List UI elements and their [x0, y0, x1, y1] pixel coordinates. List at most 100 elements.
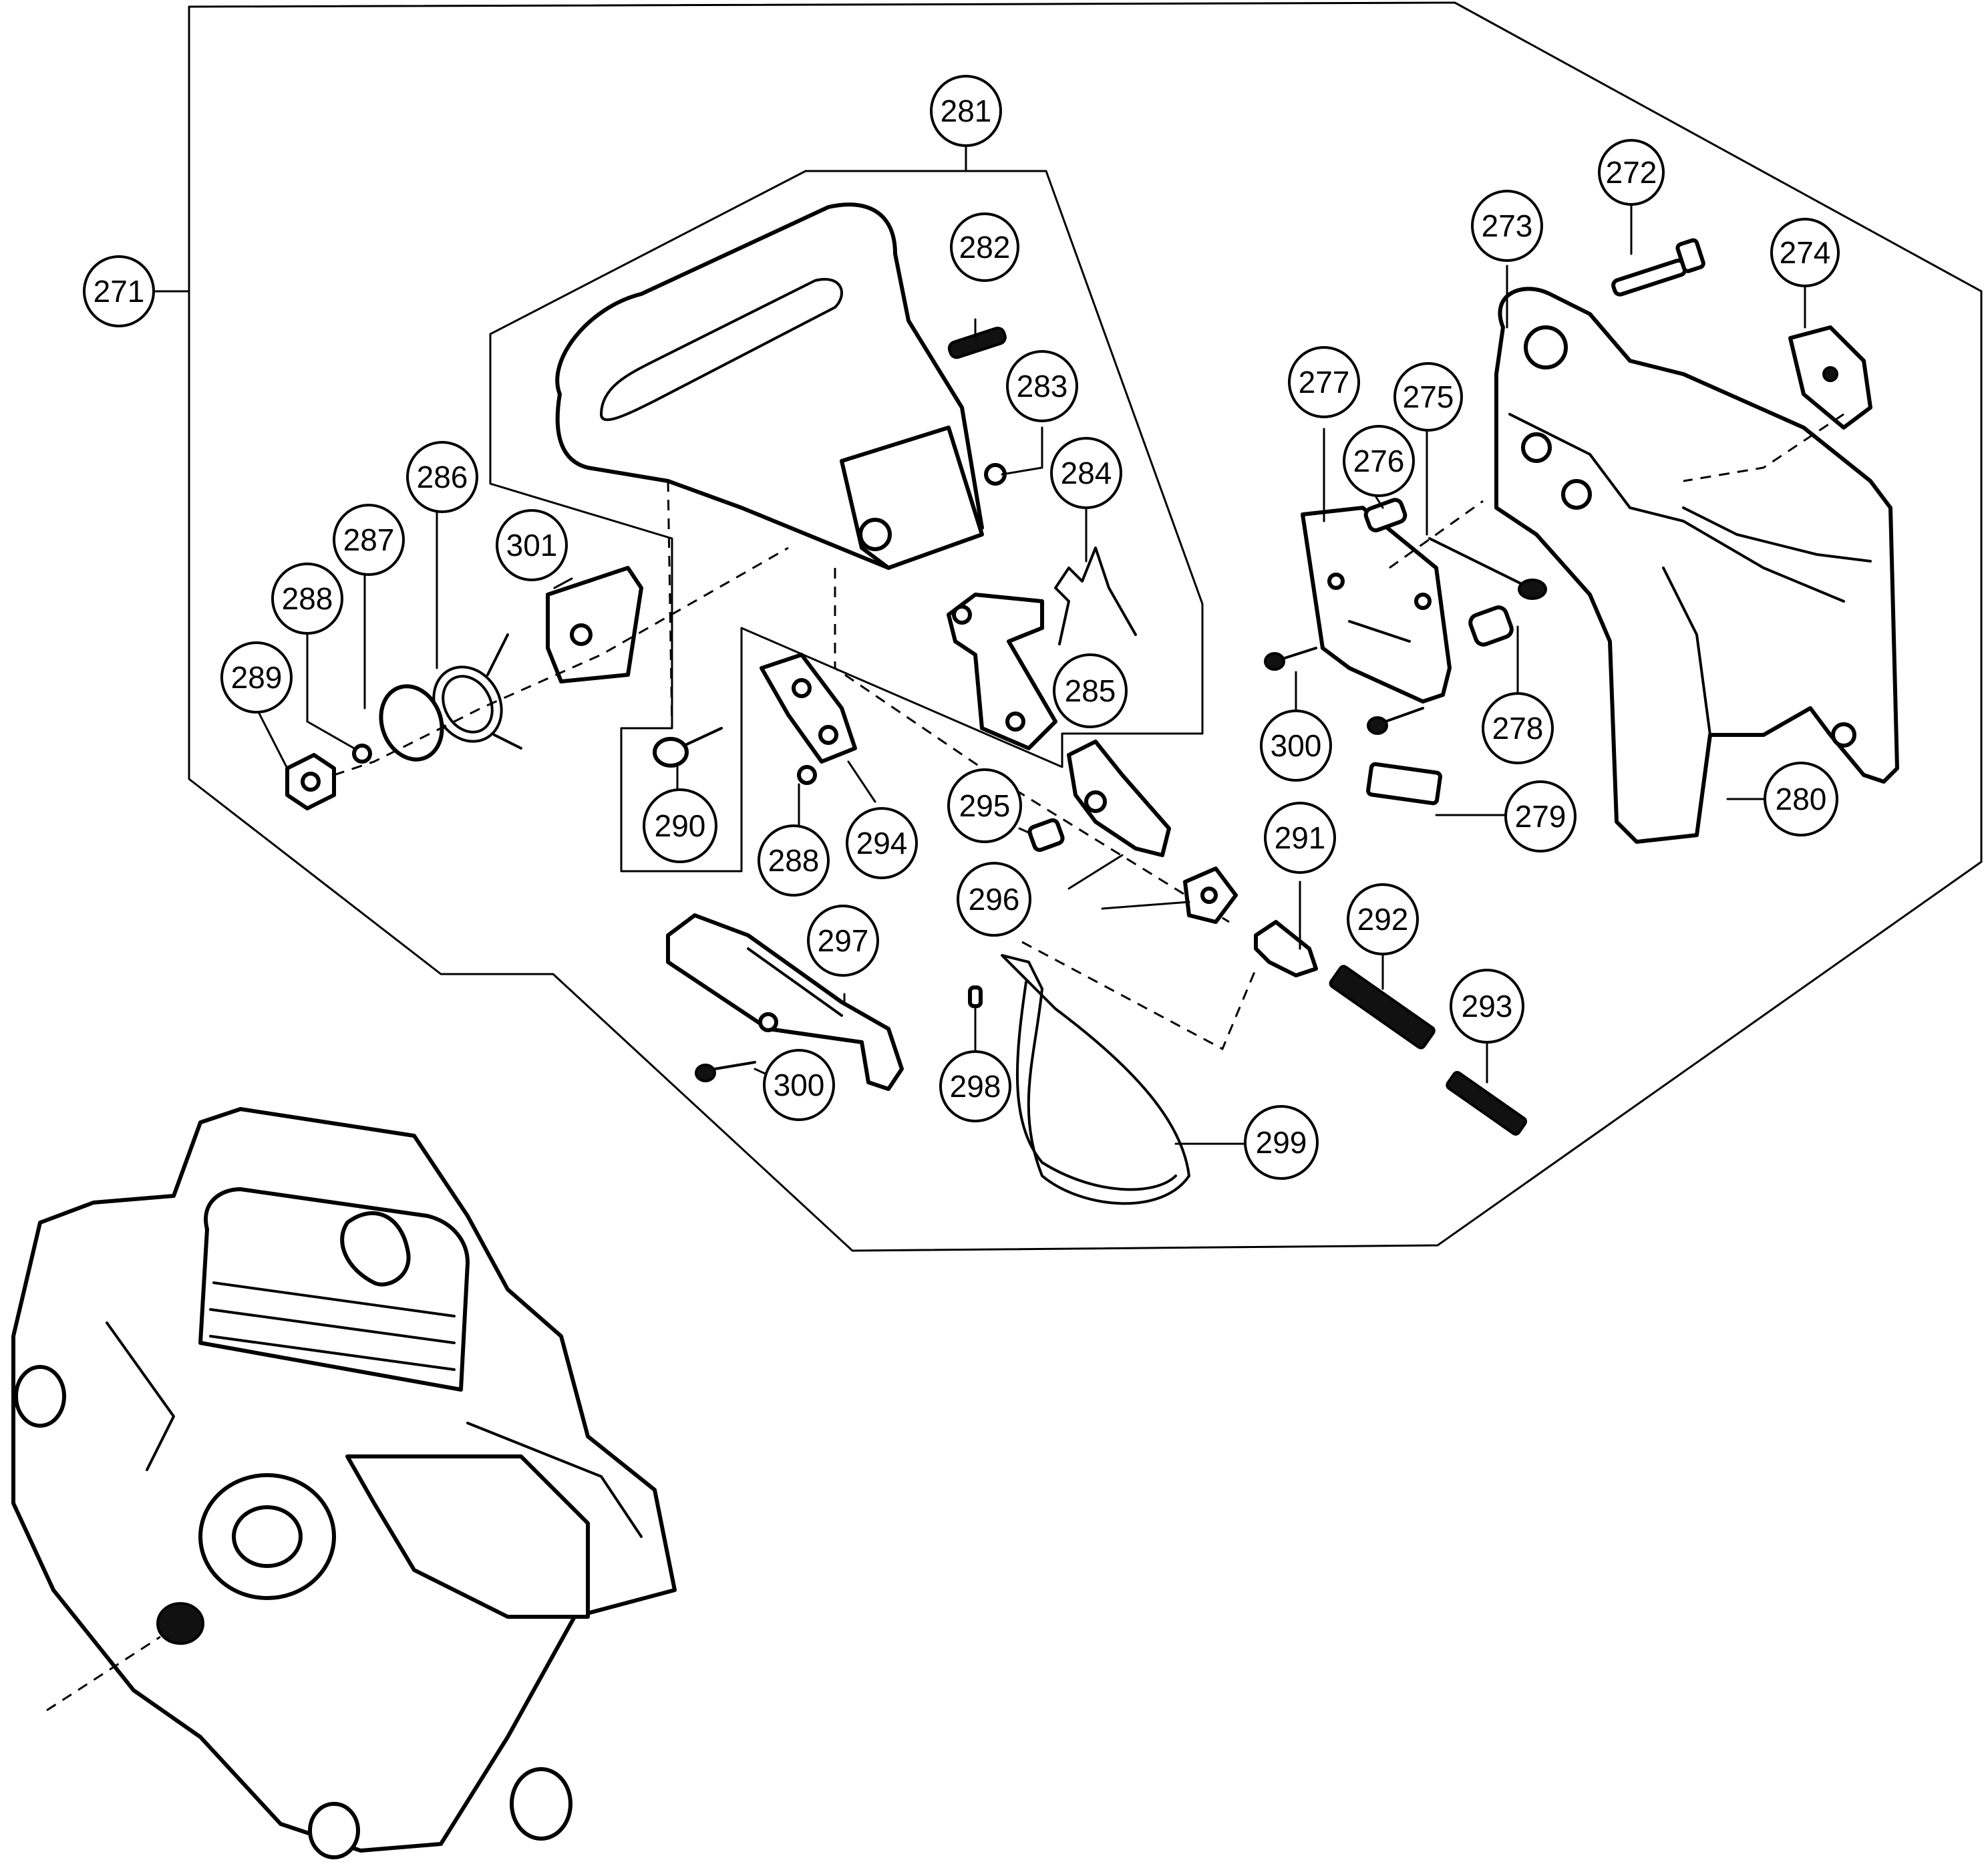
callout-289: 289	[220, 641, 293, 714]
callout-292: 292	[1347, 883, 1419, 955]
stud-275	[1428, 537, 1547, 600]
screw-300-right	[1264, 647, 1424, 735]
callout-275: 275	[1393, 362, 1463, 432]
callout-281: 281	[930, 75, 1002, 147]
svg-text:300: 300	[1271, 728, 1322, 763]
callout-290: 290	[643, 788, 717, 863]
callout-288-left: 288	[271, 563, 343, 635]
pin-298	[968, 985, 983, 1008]
callout-287: 287	[333, 504, 405, 576]
svg-text:285: 285	[1065, 673, 1116, 708]
svg-text:288: 288	[768, 843, 820, 878]
callout-294: 294	[846, 807, 918, 879]
callout-296: 296	[957, 862, 1031, 937]
svg-text:290: 290	[655, 808, 706, 843]
callout-298: 298	[939, 1050, 1011, 1122]
svg-text:288: 288	[282, 581, 333, 616]
svg-text:276: 276	[1353, 444, 1405, 478]
svg-text:281: 281	[941, 94, 992, 128]
spring-284	[1054, 546, 1137, 645]
svg-text:300: 300	[774, 1068, 825, 1102]
svg-text:297: 297	[818, 923, 869, 958]
cover-297	[666, 913, 904, 1091]
svg-text:294: 294	[856, 826, 908, 861]
axis-line-2	[667, 480, 673, 729]
svg-text:289: 289	[231, 660, 283, 695]
nut-278	[1468, 605, 1514, 647]
lever-291	[1254, 920, 1318, 977]
svg-text:279: 279	[1515, 799, 1566, 834]
svg-text:293: 293	[1462, 989, 1513, 1024]
callout-300-left: 300	[763, 1049, 835, 1121]
callout-291: 291	[1264, 802, 1336, 874]
svg-text:280: 280	[1776, 782, 1827, 816]
callout-299: 299	[1244, 1105, 1319, 1180]
engine-block	[11, 1107, 677, 1859]
bolt-272	[1611, 238, 1705, 297]
svg-text:287: 287	[343, 522, 395, 557]
pin-282	[947, 326, 1007, 359]
callout-279: 279	[1504, 780, 1577, 852]
callout-300-right: 300	[1260, 710, 1332, 782]
callout-278: 278	[1482, 692, 1554, 764]
svg-text:284: 284	[1061, 456, 1112, 490]
nut-289	[285, 753, 336, 810]
pin-276	[1363, 498, 1407, 532]
callout-272: 272	[1598, 139, 1665, 206]
callout-283: 283	[1006, 350, 1078, 422]
side-cover-280	[1494, 287, 1899, 844]
assembly-281-boundary	[489, 170, 1204, 873]
svg-text:286: 286	[417, 460, 468, 494]
link	[1183, 867, 1238, 924]
callout-277: 277	[1288, 346, 1360, 418]
svg-text:272: 272	[1606, 155, 1657, 190]
axis-line	[333, 546, 789, 776]
screw-300-left	[695, 1061, 756, 1082]
spring-293	[1446, 1071, 1528, 1136]
spring-292	[1329, 965, 1436, 1050]
plate-279	[1366, 762, 1442, 806]
svg-text:291: 291	[1275, 820, 1326, 855]
svg-text:299: 299	[1256, 1125, 1307, 1160]
svg-text:296: 296	[969, 882, 1020, 917]
clip-288-middle	[797, 765, 817, 785]
callout-301: 301	[496, 509, 568, 581]
svg-text:282: 282	[959, 230, 1011, 265]
plate-301	[546, 566, 643, 683]
cap-274	[1788, 325, 1872, 430]
bushing-295	[1027, 818, 1065, 852]
svg-text:275: 275	[1403, 379, 1454, 414]
brake-band-299	[1001, 954, 1190, 1205]
lever-285	[947, 593, 1057, 750]
svg-text:298: 298	[950, 1069, 1001, 1104]
bracket-296	[1067, 740, 1171, 857]
axis-line-3	[834, 568, 1230, 923]
svg-text:301: 301	[506, 528, 558, 563]
axis-line-4	[1021, 941, 1257, 1051]
callout-288-middle: 288	[758, 824, 830, 897]
engine-axis-line	[46, 1635, 161, 1712]
callout-295: 295	[947, 768, 1022, 843]
callout-280: 280	[1764, 762, 1838, 836]
bracket-294	[760, 653, 857, 764]
clip-288-left	[352, 744, 372, 764]
callout-273: 273	[1471, 190, 1543, 262]
svg-text:278: 278	[1492, 711, 1544, 746]
svg-text:283: 283	[1017, 369, 1068, 404]
callout-282: 282	[950, 212, 1019, 282]
callout-285: 285	[1053, 653, 1128, 728]
callout-271: 271	[83, 255, 155, 327]
svg-text:271: 271	[94, 274, 145, 309]
washer-287	[379, 684, 444, 762]
svg-text:295: 295	[959, 788, 1011, 823]
assembly-271-boundary	[188, 1, 1983, 1252]
callout-297: 297	[807, 905, 879, 977]
chain-brake-handle	[555, 202, 984, 570]
callout-286: 286	[406, 441, 478, 513]
svg-text:273: 273	[1482, 208, 1533, 243]
plate-277	[1301, 506, 1452, 704]
callout-276: 276	[1343, 425, 1415, 497]
svg-text:292: 292	[1357, 902, 1409, 937]
svg-text:277: 277	[1299, 365, 1350, 400]
